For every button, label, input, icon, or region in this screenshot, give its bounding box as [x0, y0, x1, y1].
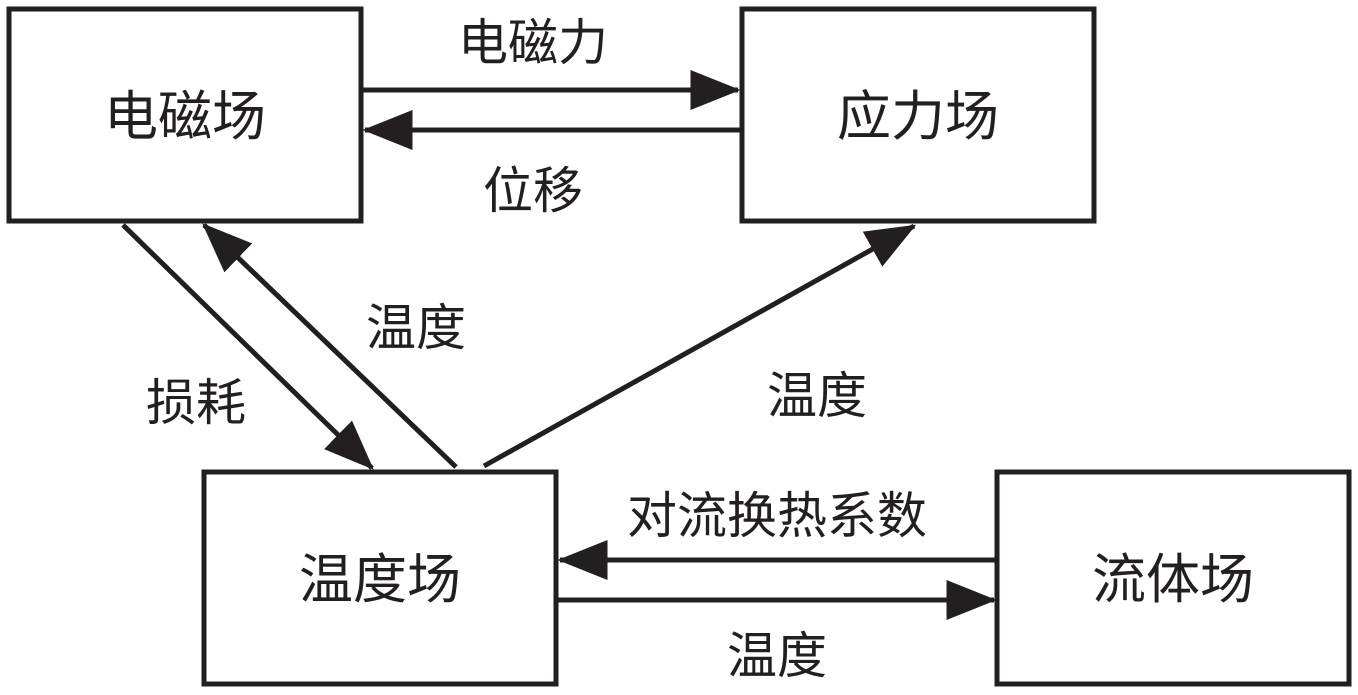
arrow-temp-to-em — [202, 223, 458, 469]
label-em-to-temp: 损耗 — [146, 374, 246, 432]
electromagnetic-field-node: 电磁场 — [6, 6, 364, 224]
label-temp-to-em: 温度 — [366, 299, 466, 357]
fluid-field-label: 流体场 — [1092, 548, 1254, 611]
arrow-em-to-temp — [121, 223, 374, 470]
stress-field-node: 应力场 — [739, 6, 1097, 224]
label-stress-to-em: 位移 — [483, 162, 583, 220]
temperature-field-label: 温度场 — [299, 548, 461, 611]
label-temp-to-fluid: 温度 — [727, 627, 827, 685]
label-temp-to-stress: 温度 — [767, 367, 867, 425]
arrow-temp-to-stress — [482, 223, 917, 469]
fluid-field-node: 流体场 — [994, 469, 1352, 687]
stress-field-label: 应力场 — [837, 85, 999, 148]
electromagnetic-field-label: 电磁场 — [104, 85, 266, 148]
label-fluid-to-temp: 对流换热系数 — [627, 487, 927, 545]
label-em-to-stress: 电磁力 — [458, 14, 608, 72]
temperature-field-node: 温度场 — [201, 469, 559, 687]
